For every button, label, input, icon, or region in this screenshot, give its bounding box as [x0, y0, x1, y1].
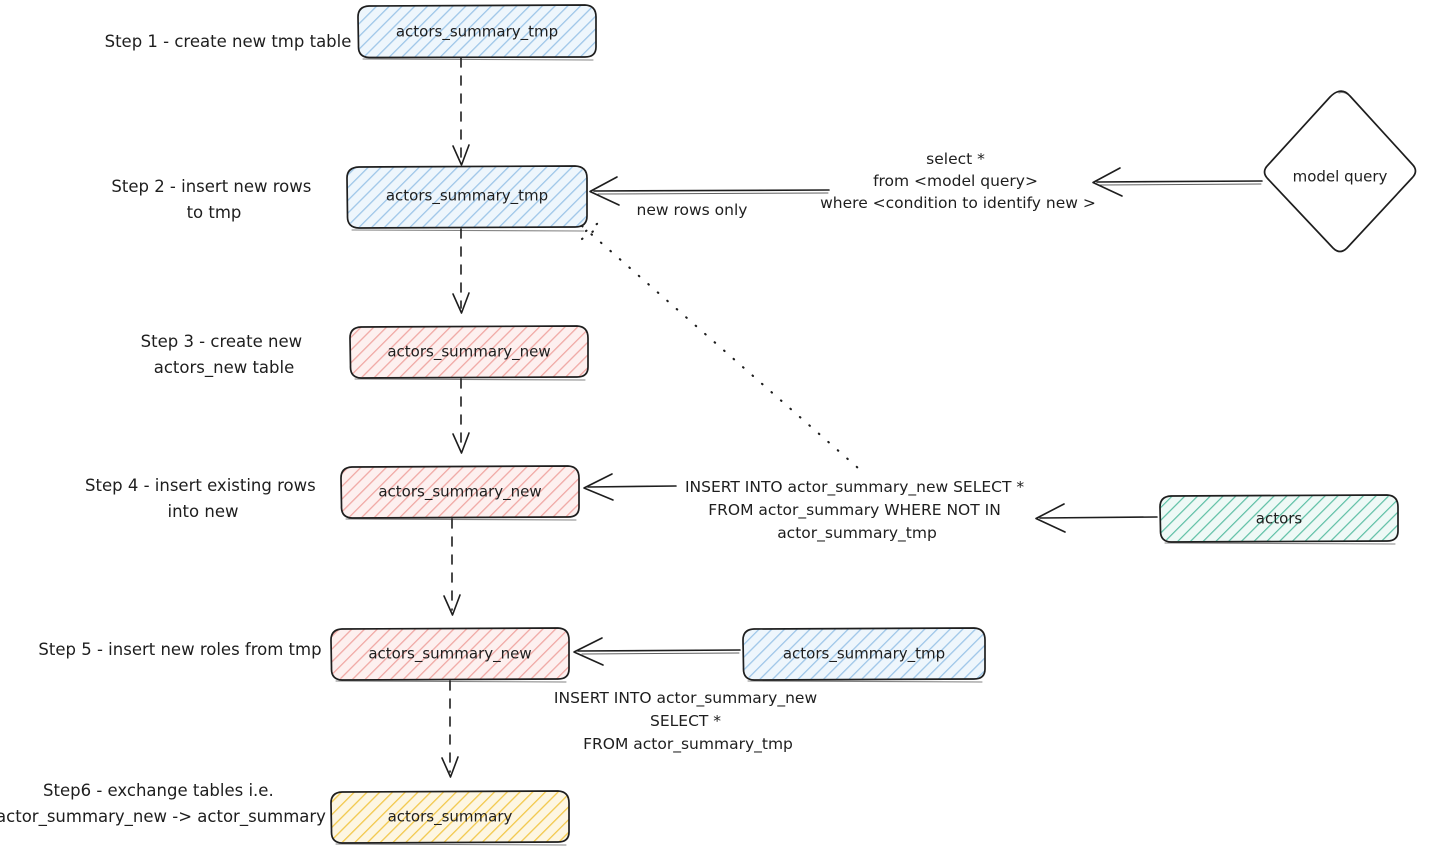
step3-caption-line1: Step 3 - create new: [141, 332, 302, 351]
arrow-step4-to-step5: [443, 518, 461, 616]
insert-existing-line1: INSERT INTO actor_summary_new SELECT *: [685, 478, 1024, 497]
step3-caption: Step 3 - create new actors_new table: [141, 332, 308, 378]
node-actors-table[interactable]: actors: [1159, 494, 1399, 545]
node-step5-tmp-label: actors_summary_tmp: [783, 645, 945, 664]
edge-label-new-rows-only: new rows only: [637, 201, 748, 219]
node-step5-tmp-table[interactable]: actors_summary_tmp: [742, 627, 986, 683]
node-model-query-diamond[interactable]: model query: [1263, 90, 1417, 253]
step6-caption-line1: Step6 - exchange tables i.e.: [43, 781, 274, 800]
arrow-model-query-to-sql: [1092, 167, 1263, 197]
arrow-tmp-to-step5: [573, 637, 741, 666]
node-model-query-label: model query: [1293, 168, 1388, 186]
arrow-step5-to-step6: [441, 680, 459, 778]
insert-existing-line2: FROM actor_summary WHERE NOT IN: [708, 501, 1001, 520]
node-step4-label: actors_summary_new: [378, 483, 541, 502]
node-step4-new-table[interactable]: actors_summary_new: [340, 465, 580, 521]
step4-caption-line2: into new: [168, 502, 239, 521]
node-step5-label: actors_summary_new: [368, 645, 531, 664]
insert-tmp-line2: SELECT *: [650, 712, 721, 730]
arrow-new-rows-to-step2: [589, 176, 830, 206]
insert-tmp-line1: INSERT INTO actor_summary_new: [554, 689, 818, 708]
arrow-step1-to-step2: [452, 57, 470, 166]
node-step1-label: actors_summary_tmp: [396, 23, 558, 42]
step4-caption: Step 4 - insert existing rows into new: [85, 476, 321, 521]
edge-label-model-query-sql: select * from <model query> where <condi…: [820, 150, 1096, 212]
node-step5-new-table[interactable]: actors_summary_new: [330, 627, 570, 683]
step6-caption-line2: actor_summary_new -> actor_summary: [0, 807, 326, 827]
step2-caption-line2: to tmp: [187, 203, 242, 222]
step6-caption: Step6 - exchange tables i.e. actor_summa…: [0, 781, 326, 827]
step1-caption-line1: Step 1 - create new tmp table: [105, 32, 352, 51]
step4-caption-line1: Step 4 - insert existing rows: [85, 476, 316, 495]
node-step6-actors-summary[interactable]: actors_summary: [330, 790, 570, 846]
arrow-step2-to-step3: [452, 228, 470, 314]
step2-caption: Step 2 - insert new rows to tmp: [111, 177, 316, 222]
dotted-connector-step2-to-insert-note: [580, 220, 868, 477]
insert-existing-line3: actor_summary_tmp: [777, 524, 937, 543]
edge-label-insert-existing: INSERT INTO actor_summary_new SELECT * F…: [685, 478, 1029, 543]
model-query-sql-line1: select *: [926, 150, 985, 168]
node-step3-label: actors_summary_new: [387, 343, 550, 362]
node-actors-label: actors: [1256, 510, 1303, 528]
arrow-step3-to-step4: [452, 378, 470, 454]
step5-caption-line1: Step 5 - insert new roles from tmp: [38, 640, 321, 659]
step1-caption: Step 1 - create new tmp table: [105, 32, 352, 51]
step3-caption-line2: actors_new table: [154, 358, 295, 378]
node-step1-tmp-table[interactable]: actors_summary_tmp: [357, 4, 597, 61]
step2-caption-line1: Step 2 - insert new rows: [111, 177, 311, 196]
model-query-sql-line2: from <model query>: [873, 172, 1038, 190]
arrow-insert-existing-to-step4: [583, 473, 677, 501]
model-query-sql-line3: where <condition to identify new >: [820, 194, 1096, 212]
arrow-actors-to-insert-existing: [1035, 503, 1158, 533]
edge-label-insert-from-tmp: INSERT INTO actor_summary_new SELECT * F…: [554, 689, 822, 754]
step5-caption: Step 5 - insert new roles from tmp: [38, 640, 321, 659]
node-step2-label: actors_summary_tmp: [386, 187, 548, 206]
node-step6-label: actors_summary: [388, 808, 513, 827]
insert-tmp-line3: FROM actor_summary_tmp: [583, 735, 793, 754]
node-step3-new-table[interactable]: actors_summary_new: [349, 325, 589, 381]
node-step2-tmp-table[interactable]: actors_summary_tmp: [346, 165, 588, 232]
